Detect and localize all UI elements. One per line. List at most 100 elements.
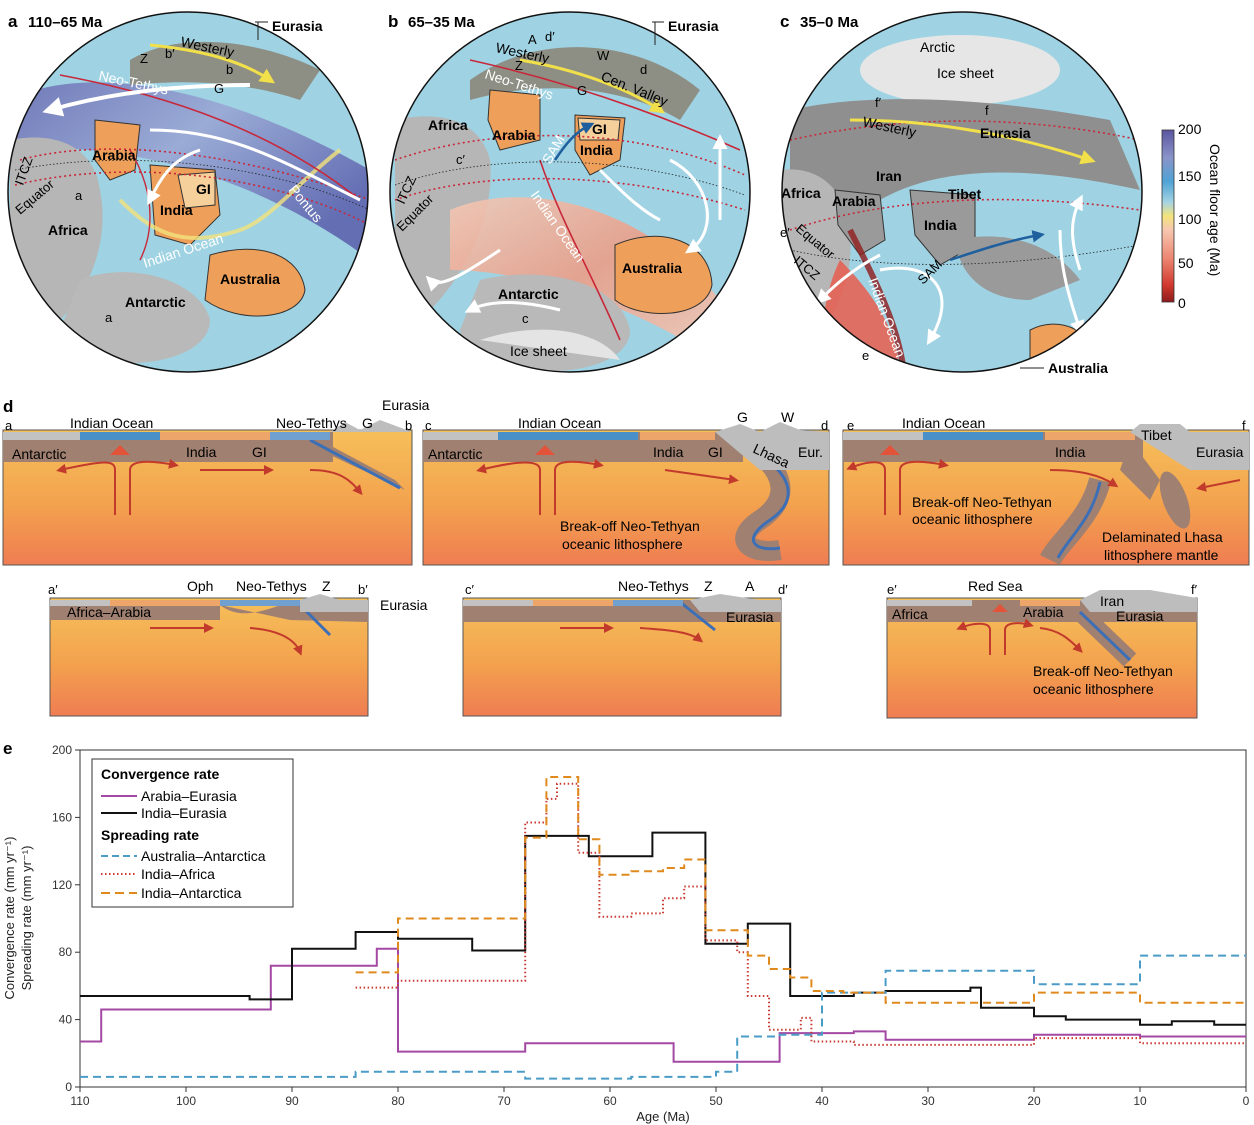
- colorbar-tick-100: 100: [1178, 211, 1202, 227]
- x-tick-label: 90: [285, 1094, 299, 1108]
- x-tick-label: 30: [921, 1094, 935, 1108]
- panel-d-letter: d: [3, 397, 13, 416]
- label-eurasia: Eurasia: [980, 125, 1031, 141]
- label-e-prime: e′: [780, 225, 790, 240]
- legend-australia-antarctica: Australia–Antarctica: [141, 848, 266, 864]
- label-breakoff-2: oceanic lithosphere: [562, 536, 683, 552]
- series-line-india-antarctica: [355, 776, 1246, 1004]
- label-z: Z: [515, 58, 523, 73]
- eurasia-landmass: [470, 47, 700, 121]
- label-neo-tethys: Neo-Tethys: [618, 578, 689, 594]
- label-z: Z: [704, 578, 713, 594]
- label-d-prime: d′: [545, 29, 555, 44]
- label-africa: Africa: [428, 117, 468, 133]
- label-a-upper: a: [75, 188, 83, 203]
- label-indian-ocean: Indian Ocean: [70, 415, 153, 431]
- label-b: b: [405, 418, 412, 433]
- arabia-landmass: [487, 89, 541, 151]
- label-breakoff-2: oceanic lithosphere: [912, 511, 1033, 527]
- panel-a-letter: a: [8, 12, 18, 31]
- label-g: G: [577, 83, 587, 98]
- label-iran: Iran: [876, 168, 902, 184]
- panel-c-letter: c: [780, 12, 789, 31]
- label-w: W: [597, 48, 610, 63]
- label-a-prime: a′: [48, 582, 58, 597]
- y-axis-label-2: Spreading rate (mm yr⁻¹): [19, 846, 34, 991]
- label-arabia: Arabia: [832, 193, 876, 209]
- label-australia: Australia: [1048, 360, 1108, 376]
- colorbar-tick-50: 50: [1178, 255, 1194, 271]
- x-tick-label: 40: [815, 1094, 829, 1108]
- x-tick-label: 70: [497, 1094, 511, 1108]
- label-indian-ocean: Indian Ocean: [518, 415, 601, 431]
- panel-b-letter: b: [388, 12, 398, 31]
- label-c-prime: c′: [456, 152, 466, 167]
- label-india: India: [924, 217, 957, 233]
- label-b-prime: b′: [165, 46, 175, 61]
- label-g: G: [214, 81, 224, 96]
- label-indian-ocean: Indian Ocean: [902, 415, 985, 431]
- section-a-b: a b Indian Ocean Neo-Tethys G Eurasia An…: [2, 397, 430, 566]
- y-tick-label: 120: [52, 878, 72, 892]
- label-f: f: [985, 103, 989, 118]
- legend-india-eurasia: India–Eurasia: [141, 805, 227, 821]
- label-eurasia: Eurasia: [382, 397, 430, 413]
- y-axis-label-1: Convergence rate (mm yr⁻¹): [2, 837, 17, 1000]
- label-breakoff-1: Break-off Neo-Tethyan: [912, 494, 1052, 510]
- label-eurasia: Eurasia: [668, 18, 719, 34]
- legend: Convergence rate Arabia–Eurasia India–Eu…: [91, 758, 294, 908]
- label-eurasia: Eurasia: [380, 597, 428, 613]
- label-b: b: [226, 62, 233, 77]
- y-tick-label: 80: [59, 945, 73, 959]
- y-tick-label: 160: [52, 810, 72, 824]
- label-b-prime: b′: [358, 582, 368, 597]
- legend-india-antarctica: India–Antarctica: [141, 885, 242, 901]
- colorbar-tick-0: 0: [1178, 295, 1186, 311]
- label-india: India: [160, 202, 193, 218]
- label-f-prime: f′: [1191, 582, 1198, 597]
- panel-b-age: 65–35 Ma: [408, 14, 475, 31]
- series-lines: [80, 776, 1246, 1080]
- label-antarctic: Antarctic: [125, 294, 186, 310]
- label-tibet: Tibet: [948, 186, 982, 202]
- label-india: India: [580, 142, 613, 158]
- section-e-f: e f Indian Ocean Tibet India Eurasia Bre…: [842, 415, 1250, 566]
- colorbar-title: Ocean floor age (Ma): [1207, 144, 1223, 276]
- label-f-prime: f′: [875, 95, 882, 110]
- globe-c: c 35–0 Ma Arctic Ice sheet f′ f Westerly…: [780, 11, 1143, 376]
- x-tick-label: 100: [176, 1094, 196, 1108]
- section-c-prime-d-prime: c′ d′ Neo-Tethys Z A Eurasia: [462, 578, 788, 717]
- label-delaminated-1: Delaminated Lhasa: [1102, 529, 1223, 545]
- label-arabia: Arabia: [1023, 604, 1064, 620]
- label-antarctic: Antarctic: [428, 446, 482, 462]
- label-antarctic: Antarctic: [498, 286, 559, 302]
- label-e: e: [862, 348, 869, 363]
- label-z: Z: [140, 51, 148, 66]
- label-eurasia: Eurasia: [272, 18, 323, 34]
- series-line-india-africa: [355, 782, 1246, 1046]
- series-line-arabia-eurasia: [80, 947, 1246, 1063]
- section-c-d: c d Indian Ocean G W Antarctic India GI …: [422, 409, 830, 566]
- colorbar-tick-200: 200: [1178, 121, 1202, 137]
- eurasia-landmass: [790, 99, 1140, 200]
- label-antarctic: Antarctic: [12, 446, 66, 462]
- africa-landmass: [395, 116, 491, 320]
- label-eurasia: Eurasia: [1196, 444, 1244, 460]
- label-neo-tethys: Neo-Tethys: [276, 415, 347, 431]
- legend-arabia-eurasia: Arabia–Eurasia: [141, 788, 237, 804]
- label-delaminated-2: lithosphere mantle: [1104, 547, 1219, 563]
- label-g: G: [737, 409, 748, 425]
- australia-landmass: [614, 235, 713, 314]
- label-africa: Africa: [48, 222, 88, 238]
- series-line-australia-antarctica: [80, 954, 1246, 1080]
- label-eur: Eur.: [798, 444, 823, 460]
- x-tick-label: 80: [391, 1094, 405, 1108]
- x-tick-label: 60: [603, 1094, 617, 1108]
- label-gi: GI: [252, 444, 267, 460]
- label-g: G: [362, 415, 373, 431]
- arabia-landmass: [834, 189, 886, 256]
- australia-landmass: [204, 248, 306, 317]
- label-c: c: [522, 311, 529, 326]
